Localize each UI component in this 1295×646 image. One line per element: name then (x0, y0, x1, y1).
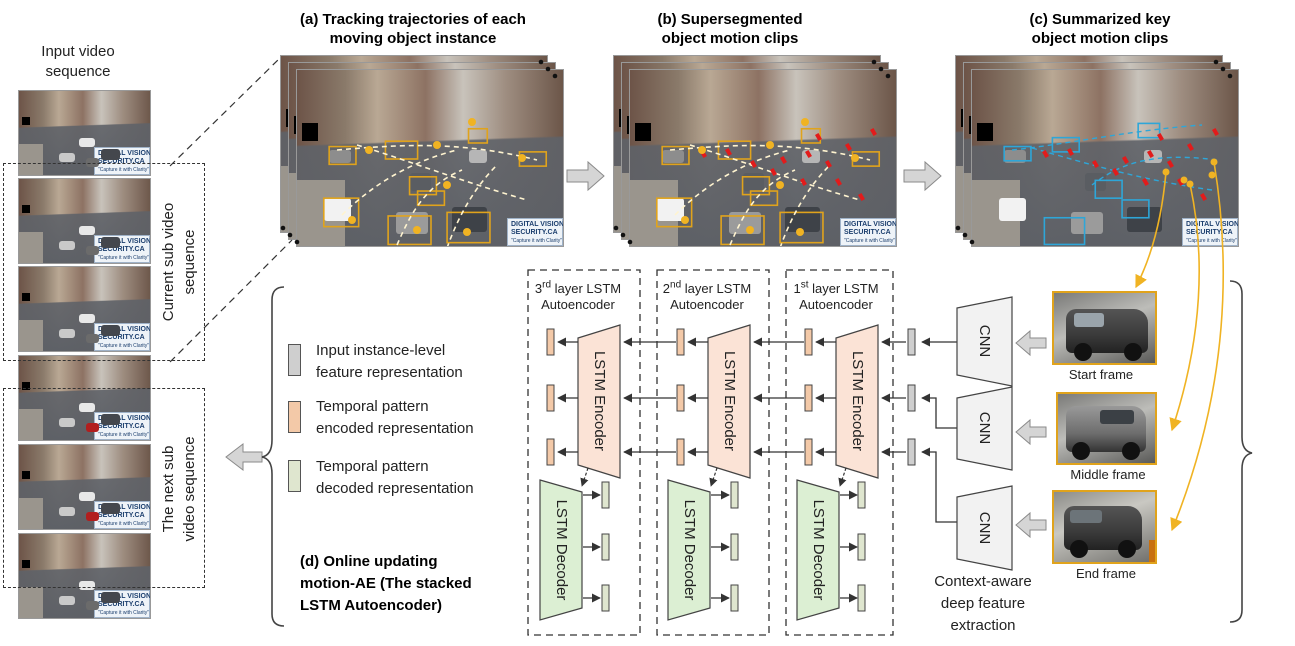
decoded-bar (730, 481, 739, 509)
layer3-box (527, 269, 641, 636)
input-bar (907, 328, 916, 356)
trajectory-overlay (1003, 122, 1219, 246)
connection-arrows (557, 337, 957, 603)
middle-frame-caption: Middle frame (1070, 467, 1146, 482)
panel-a-title: (a) Tracking trajectories of each moving… (300, 11, 526, 47)
decoded-bar (730, 584, 739, 612)
decoded-bar (601, 533, 610, 561)
legend-decoded-bar (288, 460, 301, 492)
layer1-box (785, 269, 894, 636)
decoded-bar (601, 481, 610, 509)
section-d-title: (d) Online updating motion-AE (The stack… (300, 553, 472, 614)
encoded-bar (676, 438, 685, 466)
encoded-bar (676, 384, 685, 412)
layer1-title: 1st layer LSTM Autoencoder (793, 279, 879, 312)
arrow-a-to-b (566, 160, 605, 192)
arrow-b-to-c (903, 160, 942, 192)
trajectory-overlay (322, 118, 548, 246)
cnn-end-label: CNN (976, 511, 993, 545)
decoded-bar (857, 481, 866, 509)
decoded-bar (857, 584, 866, 612)
zoom-line-top (169, 57, 281, 167)
current-sub-sequence-label: Current sub video sequence (160, 202, 198, 322)
input-bar (907, 384, 916, 412)
lstm-encoder-layer3-label: LSTM Encoder (591, 350, 608, 452)
arrow-output-left (225, 442, 263, 472)
legend-input-text: Input instance-level feature representat… (316, 342, 463, 381)
next-sub-sequence-box (3, 388, 205, 588)
next-sub-sequence-label: The next sub video sequence (160, 436, 198, 542)
panel-b-title: (b) Supersegmented object motion clips (657, 11, 803, 47)
right-brace (1229, 280, 1253, 623)
encoded-bar (676, 328, 685, 356)
input-bar (907, 438, 916, 466)
end-frame-image (1052, 490, 1157, 564)
end-frame-caption: End frame (1076, 566, 1136, 581)
layer2-title: 2nd layer LSTM Autoencoder (662, 279, 752, 312)
encoded-bar (546, 384, 555, 412)
encoded-bar (804, 384, 813, 412)
panel-c-title: (c) Summarized key object motion clips (1029, 11, 1171, 47)
lstm-encoder-layer1-label: LSTM Encoder (849, 350, 866, 452)
start-frame-image (1052, 291, 1157, 365)
left-brace (261, 286, 285, 627)
legend-encoded-text: Temporal pattern encoded representation (316, 398, 474, 437)
encoded-bar (546, 328, 555, 356)
legend-input-bar (288, 344, 301, 376)
encoded-bar (804, 438, 813, 466)
decoded-bar (857, 533, 866, 561)
start-frame-caption: Start frame (1068, 367, 1134, 382)
middle-frame-image (1056, 392, 1157, 465)
feature-extraction-caption: Context-aware deep feature extraction (934, 573, 1032, 634)
lstm-decoder-layer3-label: LSTM Decoder (553, 499, 570, 601)
lstm-encoder-layer2-label: LSTM Encoder (721, 350, 738, 452)
legend-decoded-text: Temporal pattern decoded representation (316, 458, 474, 497)
legend-encoded-bar (288, 401, 301, 433)
lstm-decoder-layer1-label: LSTM Decoder (810, 499, 827, 601)
decoded-bar (601, 584, 610, 612)
encoded-bar (546, 438, 555, 466)
lstm-decoder-layer2-label: LSTM Decoder (681, 499, 698, 601)
decoded-bar (730, 533, 739, 561)
layer2-box (656, 269, 770, 636)
encoded-bar (804, 328, 813, 356)
layer3-title: 3rd layer LSTM Autoencoder (534, 279, 622, 312)
trajectory-overlay (655, 118, 881, 246)
input-sequence-title: Input video sequence (41, 43, 115, 80)
